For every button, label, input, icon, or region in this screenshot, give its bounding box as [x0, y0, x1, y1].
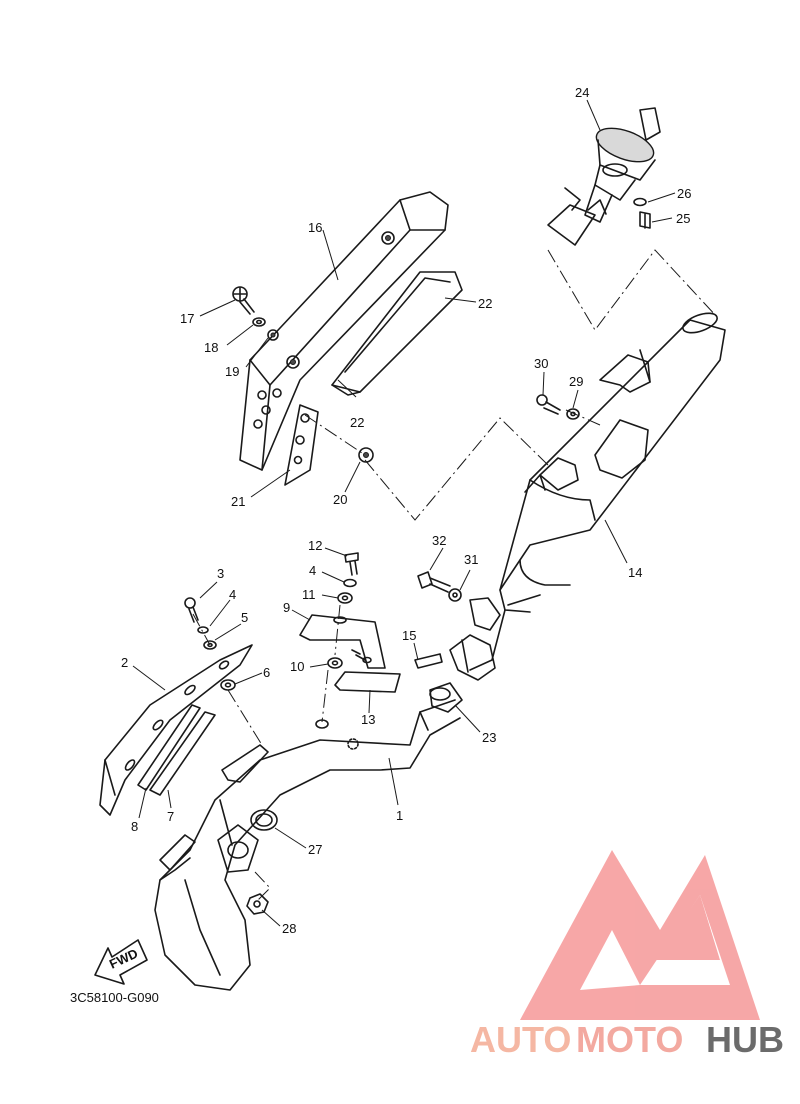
gasket-27 — [250, 809, 278, 831]
end-cap-24 — [547, 107, 661, 246]
callout-5: 5 — [241, 610, 248, 625]
watermark-moto: MOTO — [576, 1019, 683, 1060]
watermark-text: AUTO MOTO HUB — [470, 1019, 784, 1060]
fwd-arrow-icon: FWD — [94, 939, 148, 985]
callout-32: 32 — [432, 533, 446, 548]
callout-21: 21 — [231, 494, 245, 509]
callout-2: 2 — [121, 655, 128, 670]
grommet-19 — [267, 329, 279, 341]
callout-10: 10 — [290, 659, 304, 674]
clamp-15 — [449, 597, 501, 681]
washer-18 — [252, 317, 266, 327]
washer-4 — [197, 626, 209, 634]
callout-13: 13 — [361, 712, 375, 727]
bolt-32 — [417, 571, 451, 593]
diagram-code: 3C58100-G090 — [70, 990, 159, 1005]
callout-3: 3 — [217, 566, 224, 581]
callout-16: 16 — [308, 220, 322, 235]
watermark-logo — [520, 850, 760, 1020]
callout-12: 12 — [308, 538, 322, 553]
collar-11 — [337, 592, 353, 604]
callout-7: 7 — [167, 809, 174, 824]
bolt-17 — [232, 286, 255, 315]
callout-18: 18 — [204, 340, 218, 355]
callout-15: 15 — [402, 628, 416, 643]
callout-labels: 1 2 3 4 5 6 7 8 9 10 11 12 13 14 15 16 1… — [121, 85, 691, 936]
callout-4: 4 — [229, 587, 236, 602]
damper-22 — [331, 271, 463, 396]
watermark-hub: HUB — [706, 1019, 784, 1060]
bracket-9 — [299, 614, 386, 669]
collar-5 — [203, 640, 217, 650]
callout-24: 24 — [575, 85, 589, 100]
flange — [217, 824, 259, 873]
callout-30: 30 — [534, 356, 548, 371]
assembly-lines — [192, 249, 719, 901]
callout-6: 6 — [263, 665, 270, 680]
washer-4b — [343, 578, 357, 588]
callout-23: 23 — [482, 730, 496, 745]
callout-26: 26 — [677, 186, 691, 201]
callout-8: 8 — [131, 819, 138, 834]
grommet-near-guard — [286, 355, 300, 369]
bolt-12 — [344, 552, 359, 576]
callout-4b: 4 — [309, 563, 316, 578]
damper-8 — [137, 704, 201, 791]
callout-28: 28 — [282, 921, 296, 936]
callout-1: 1 — [396, 808, 403, 823]
guard-bracket-21 — [284, 404, 319, 486]
bolt-25 — [639, 211, 651, 229]
muffler-14 — [469, 312, 726, 671]
damper-13 — [334, 671, 401, 693]
callout-19: 19 — [225, 364, 239, 379]
fwd-label: FWD — [107, 946, 140, 972]
callout-9: 9 — [283, 600, 290, 615]
callout-22b: 22 — [350, 415, 364, 430]
callout-29: 29 — [569, 374, 583, 389]
collar-6 — [220, 679, 236, 691]
callout-17: 17 — [180, 311, 194, 326]
callout-11: 11 — [302, 587, 316, 602]
exhaust-pipe-1 — [154, 699, 461, 991]
callout-20: 20 — [333, 492, 347, 507]
callout-22a: 22 — [478, 296, 492, 311]
nut-28 — [246, 893, 269, 915]
bolt-30 — [536, 394, 561, 415]
washer-31 — [448, 588, 462, 602]
leader-lines — [132, 99, 676, 927]
washer-29 — [566, 408, 580, 420]
damper-7 — [149, 711, 216, 796]
protector-2 — [99, 644, 253, 816]
grommet-20 — [358, 447, 374, 463]
callout-31: 31 — [464, 552, 478, 567]
watermark-auto: AUTO — [470, 1019, 571, 1060]
callout-27: 27 — [308, 842, 322, 857]
bolt-3 — [184, 597, 199, 623]
collar-10 — [327, 657, 343, 669]
gasket-23 — [429, 682, 463, 713]
heat-guard-16 — [239, 191, 449, 471]
washer-26 — [633, 197, 647, 207]
bolt-15 — [414, 653, 443, 669]
callout-14: 14 — [628, 565, 642, 580]
callout-25: 25 — [676, 211, 690, 226]
